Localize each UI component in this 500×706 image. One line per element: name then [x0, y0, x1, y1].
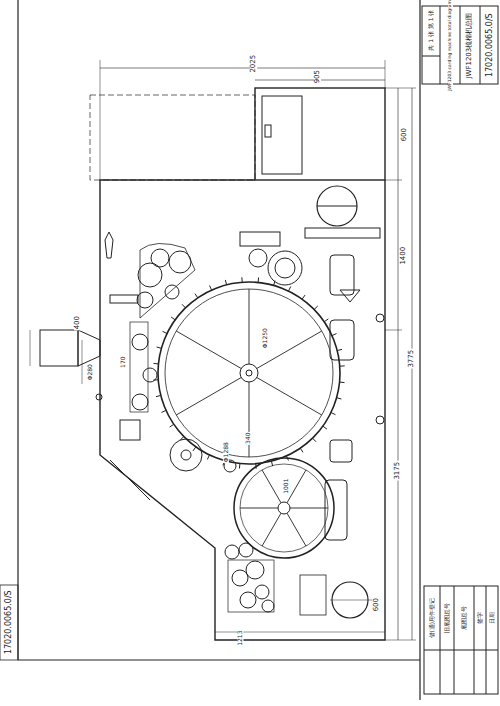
- wheel-spoke: [176, 331, 241, 369]
- wheel-spoke: [249, 382, 250, 457]
- dimension-label: 600: [373, 596, 380, 611]
- wheel-spoke: [161, 410, 166, 412]
- wheel-spoke: [287, 470, 306, 503]
- wheel-spoke: [241, 277, 242, 282]
- wheel-spoke: [163, 331, 168, 333]
- dimension-label: 400: [74, 314, 81, 329]
- wheel-spoke: [262, 513, 281, 546]
- title-block-text: 17020.0065.0/S: [486, 12, 494, 78]
- title-block-text: 日期: [489, 611, 495, 625]
- wheel-spoke: [340, 382, 345, 383]
- title-block-text: 签字: [477, 611, 483, 625]
- wheel-spoke: [287, 513, 306, 546]
- dimension-label: 1213: [237, 630, 243, 647]
- wheel-spoke: [258, 277, 259, 282]
- wheel-spoke: [313, 438, 316, 442]
- wheel-spoke: [300, 448, 303, 452]
- wheel-spoke: [331, 413, 336, 415]
- wheel-spoke: [156, 395, 161, 396]
- wheel-spoke: [193, 447, 196, 451]
- wheel-spoke: [337, 349, 342, 350]
- title-block-text: 17020.0065.0/S: [5, 589, 13, 655]
- dimension-label: 340: [244, 431, 250, 444]
- dimension-label: 905: [314, 68, 321, 83]
- wheel-spoke: [225, 280, 226, 285]
- wheel-spoke: [332, 334, 337, 336]
- wheel-spoke: [240, 508, 278, 509]
- wheel-spoke: [210, 285, 212, 290]
- title-block-text: JWF1203 carding machine total diagram: [447, 0, 452, 91]
- dimension-label: Φ1288: [223, 441, 229, 463]
- wheel-spoke: [157, 347, 162, 348]
- wheel-spoke: [239, 464, 240, 469]
- wheel-spoke: [176, 378, 241, 416]
- wheel-spoke: [153, 379, 158, 380]
- dimension-label: Φ1250: [262, 327, 268, 349]
- wheel-spoke: [195, 294, 198, 298]
- wheel-spoke: [182, 304, 185, 308]
- wheel-spoke: [249, 289, 250, 364]
- dimension-label: 1400: [400, 245, 407, 265]
- wheel-spoke: [314, 306, 318, 309]
- wheel-spoke: [170, 424, 174, 427]
- wheel-spoke: [324, 319, 328, 322]
- wheel-spoke: [171, 317, 175, 320]
- wheel-spoke: [290, 508, 328, 509]
- wheel-spoke: [337, 398, 342, 399]
- wheel-spoke: [302, 295, 305, 299]
- dimension-label: 2025: [250, 53, 257, 73]
- title-block-text: 底图总号: [461, 605, 467, 631]
- title-block-text: 共 1 张 第 1 张: [428, 9, 434, 52]
- title-block-text: JWF1203梳棉机总图: [466, 11, 473, 79]
- dimension-label: 3775: [408, 348, 415, 368]
- dimension-label: 3175: [394, 460, 401, 480]
- wheel-spoke: [257, 378, 322, 416]
- dimension-label: 600: [401, 126, 408, 141]
- dimension-label: 1001: [283, 478, 289, 495]
- wheel-spoke: [289, 287, 291, 292]
- wheel-spoke: [323, 426, 327, 429]
- title-block-text: 旧底图总号: [444, 602, 450, 634]
- wheel-spoke: [153, 363, 158, 364]
- wheel-spoke: [207, 455, 209, 460]
- title-block-text: 借(通)用件登记: [429, 597, 435, 640]
- dimension-label: Φ280: [87, 363, 93, 381]
- dimension-label: 170: [119, 355, 125, 368]
- wheel-spoke: [262, 470, 281, 503]
- wheel-spoke: [274, 281, 275, 286]
- wheel-spoke: [340, 365, 345, 366]
